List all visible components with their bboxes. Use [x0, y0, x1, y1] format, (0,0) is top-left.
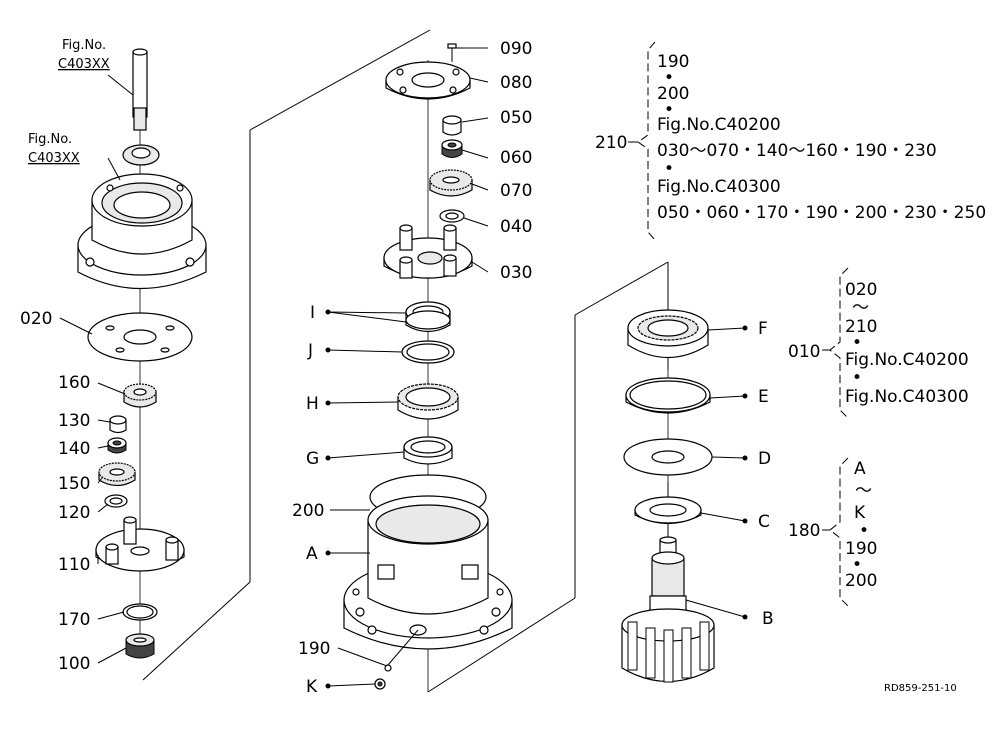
- callout-160: 160: [58, 373, 90, 393]
- group-010-line: ～: [852, 298, 869, 318]
- part-120-washer: [104, 494, 128, 508]
- callout-G: G: [306, 449, 319, 469]
- callout-C: C: [758, 512, 770, 532]
- callout-040: 040: [500, 217, 532, 237]
- part-E-ring: [625, 377, 711, 414]
- part-040-washer: [439, 209, 465, 223]
- part-110-carrier: [95, 516, 185, 572]
- callout-F: F: [758, 319, 768, 339]
- group-180-line: 190: [845, 539, 877, 559]
- callout-060: 060: [500, 148, 532, 168]
- group-010: 010 020 ～ 210 • Fig.No.C40200 • Fig.No.C…: [788, 267, 969, 419]
- group-180-line: A: [854, 459, 866, 479]
- group-180-line: 200: [845, 571, 877, 591]
- callout-030: 030: [500, 263, 532, 283]
- group-010-line: Fig.No.C40200: [845, 350, 969, 370]
- part-A-housing: [343, 495, 513, 650]
- part-150-gear: [98, 462, 136, 487]
- part-J-ring: [401, 340, 455, 364]
- group-210-line: 200: [657, 84, 689, 104]
- part-070-gear: [429, 169, 473, 197]
- part-160-gear: [123, 383, 157, 408]
- group-210-line: 190: [657, 52, 689, 72]
- group-210: 210 190 • 200 • Fig.No.C40200 030～070・14…: [595, 41, 986, 241]
- leader-lines: [59, 47, 746, 687]
- group-180-line: •: [852, 555, 862, 575]
- callout-B: B: [762, 609, 774, 629]
- callout-100: 100: [58, 654, 90, 674]
- leader-dots: [325, 309, 748, 689]
- callout-E: E: [758, 387, 769, 407]
- group-210-line: 050・060・170・190・200・230・250: [657, 203, 986, 223]
- callout-K: K: [306, 677, 318, 697]
- callout-H: H: [306, 394, 319, 414]
- fig-ref-line1: Fig.No.: [28, 132, 72, 147]
- part-080-cover: [385, 61, 471, 100]
- callout-150: 150: [58, 474, 90, 494]
- part-140-bearing: [107, 437, 127, 454]
- callout-140: 140: [58, 439, 90, 459]
- group-210-line: 030～070・140～160・190・230: [657, 141, 937, 161]
- part-100-gear: [125, 633, 155, 659]
- shaft-bearing: [122, 144, 160, 166]
- callout-070: 070: [500, 181, 532, 201]
- part-090-bolt: [447, 43, 457, 62]
- group-210-line: Fig.No.C40200: [657, 115, 781, 135]
- callout-200: 200: [292, 501, 324, 521]
- callout-050: 050: [500, 108, 532, 128]
- callout-080: 080: [500, 73, 532, 93]
- part-B-pinion-shaft: [621, 536, 715, 683]
- group-210-line: •: [664, 159, 674, 179]
- group-210-label: 210: [595, 133, 627, 153]
- callout-190: 190: [298, 639, 330, 659]
- callout-J: J: [307, 341, 313, 361]
- part-G-seal: [403, 436, 453, 465]
- input-shaft: [132, 48, 148, 131]
- callout-D: D: [758, 449, 771, 469]
- group-010-line: •: [852, 368, 862, 388]
- callout-170: 170: [58, 610, 90, 630]
- callout-A: A: [306, 544, 318, 564]
- part-060-bearing: [441, 139, 463, 158]
- part-050-bushing: [442, 115, 462, 136]
- group-210-line: Fig.No.C40300: [657, 177, 781, 197]
- fig-ref-line1: Fig.No.: [62, 38, 106, 53]
- part-C-washer: [634, 496, 702, 524]
- callout-I: I: [310, 303, 315, 323]
- drawing-number: RD859-251-10: [884, 683, 957, 694]
- group-180: 180 A ～ K • 190 • 200: [788, 457, 877, 607]
- callout-110: 110: [58, 555, 90, 575]
- part-130-bushing: [109, 415, 127, 434]
- callout-120: 120: [58, 503, 90, 523]
- group-210-line: •: [664, 68, 674, 88]
- group-180-line: K: [854, 503, 866, 523]
- fig-ref-line2: C403XX: [58, 57, 110, 72]
- part-F-bearing: [627, 309, 709, 359]
- callout-090: 090: [500, 39, 532, 59]
- group-010-line: •: [852, 333, 862, 353]
- callout-020: 020: [20, 309, 52, 329]
- group-210-line: •: [664, 100, 674, 120]
- group-010-line: 210: [845, 317, 877, 337]
- callout-130: 130: [58, 411, 90, 431]
- group-010-label: 010: [788, 342, 820, 362]
- group-010-line: Fig.No.C40300: [845, 387, 969, 407]
- part-170-snap-ring: [122, 603, 158, 621]
- frame-lines: [142, 29, 669, 693]
- motor-flange-housing: [77, 173, 207, 290]
- callout-labels: 090 080 050 060 070 040 030 020 160 130 …: [20, 39, 774, 697]
- part-I-seal: [405, 301, 451, 333]
- part-030-carrier: [383, 224, 473, 279]
- part-020-plate: [87, 312, 193, 362]
- group-180-line: ～: [855, 481, 872, 501]
- part-D-shim: [623, 438, 713, 476]
- group-180-label: 180: [788, 521, 820, 541]
- part-K-plug: [374, 678, 386, 690]
- part-H-bearing: [397, 383, 459, 420]
- fig-ref-line2: C403XX: [28, 151, 80, 166]
- group-010-line: 020: [845, 280, 877, 300]
- group-180-line: •: [859, 521, 869, 541]
